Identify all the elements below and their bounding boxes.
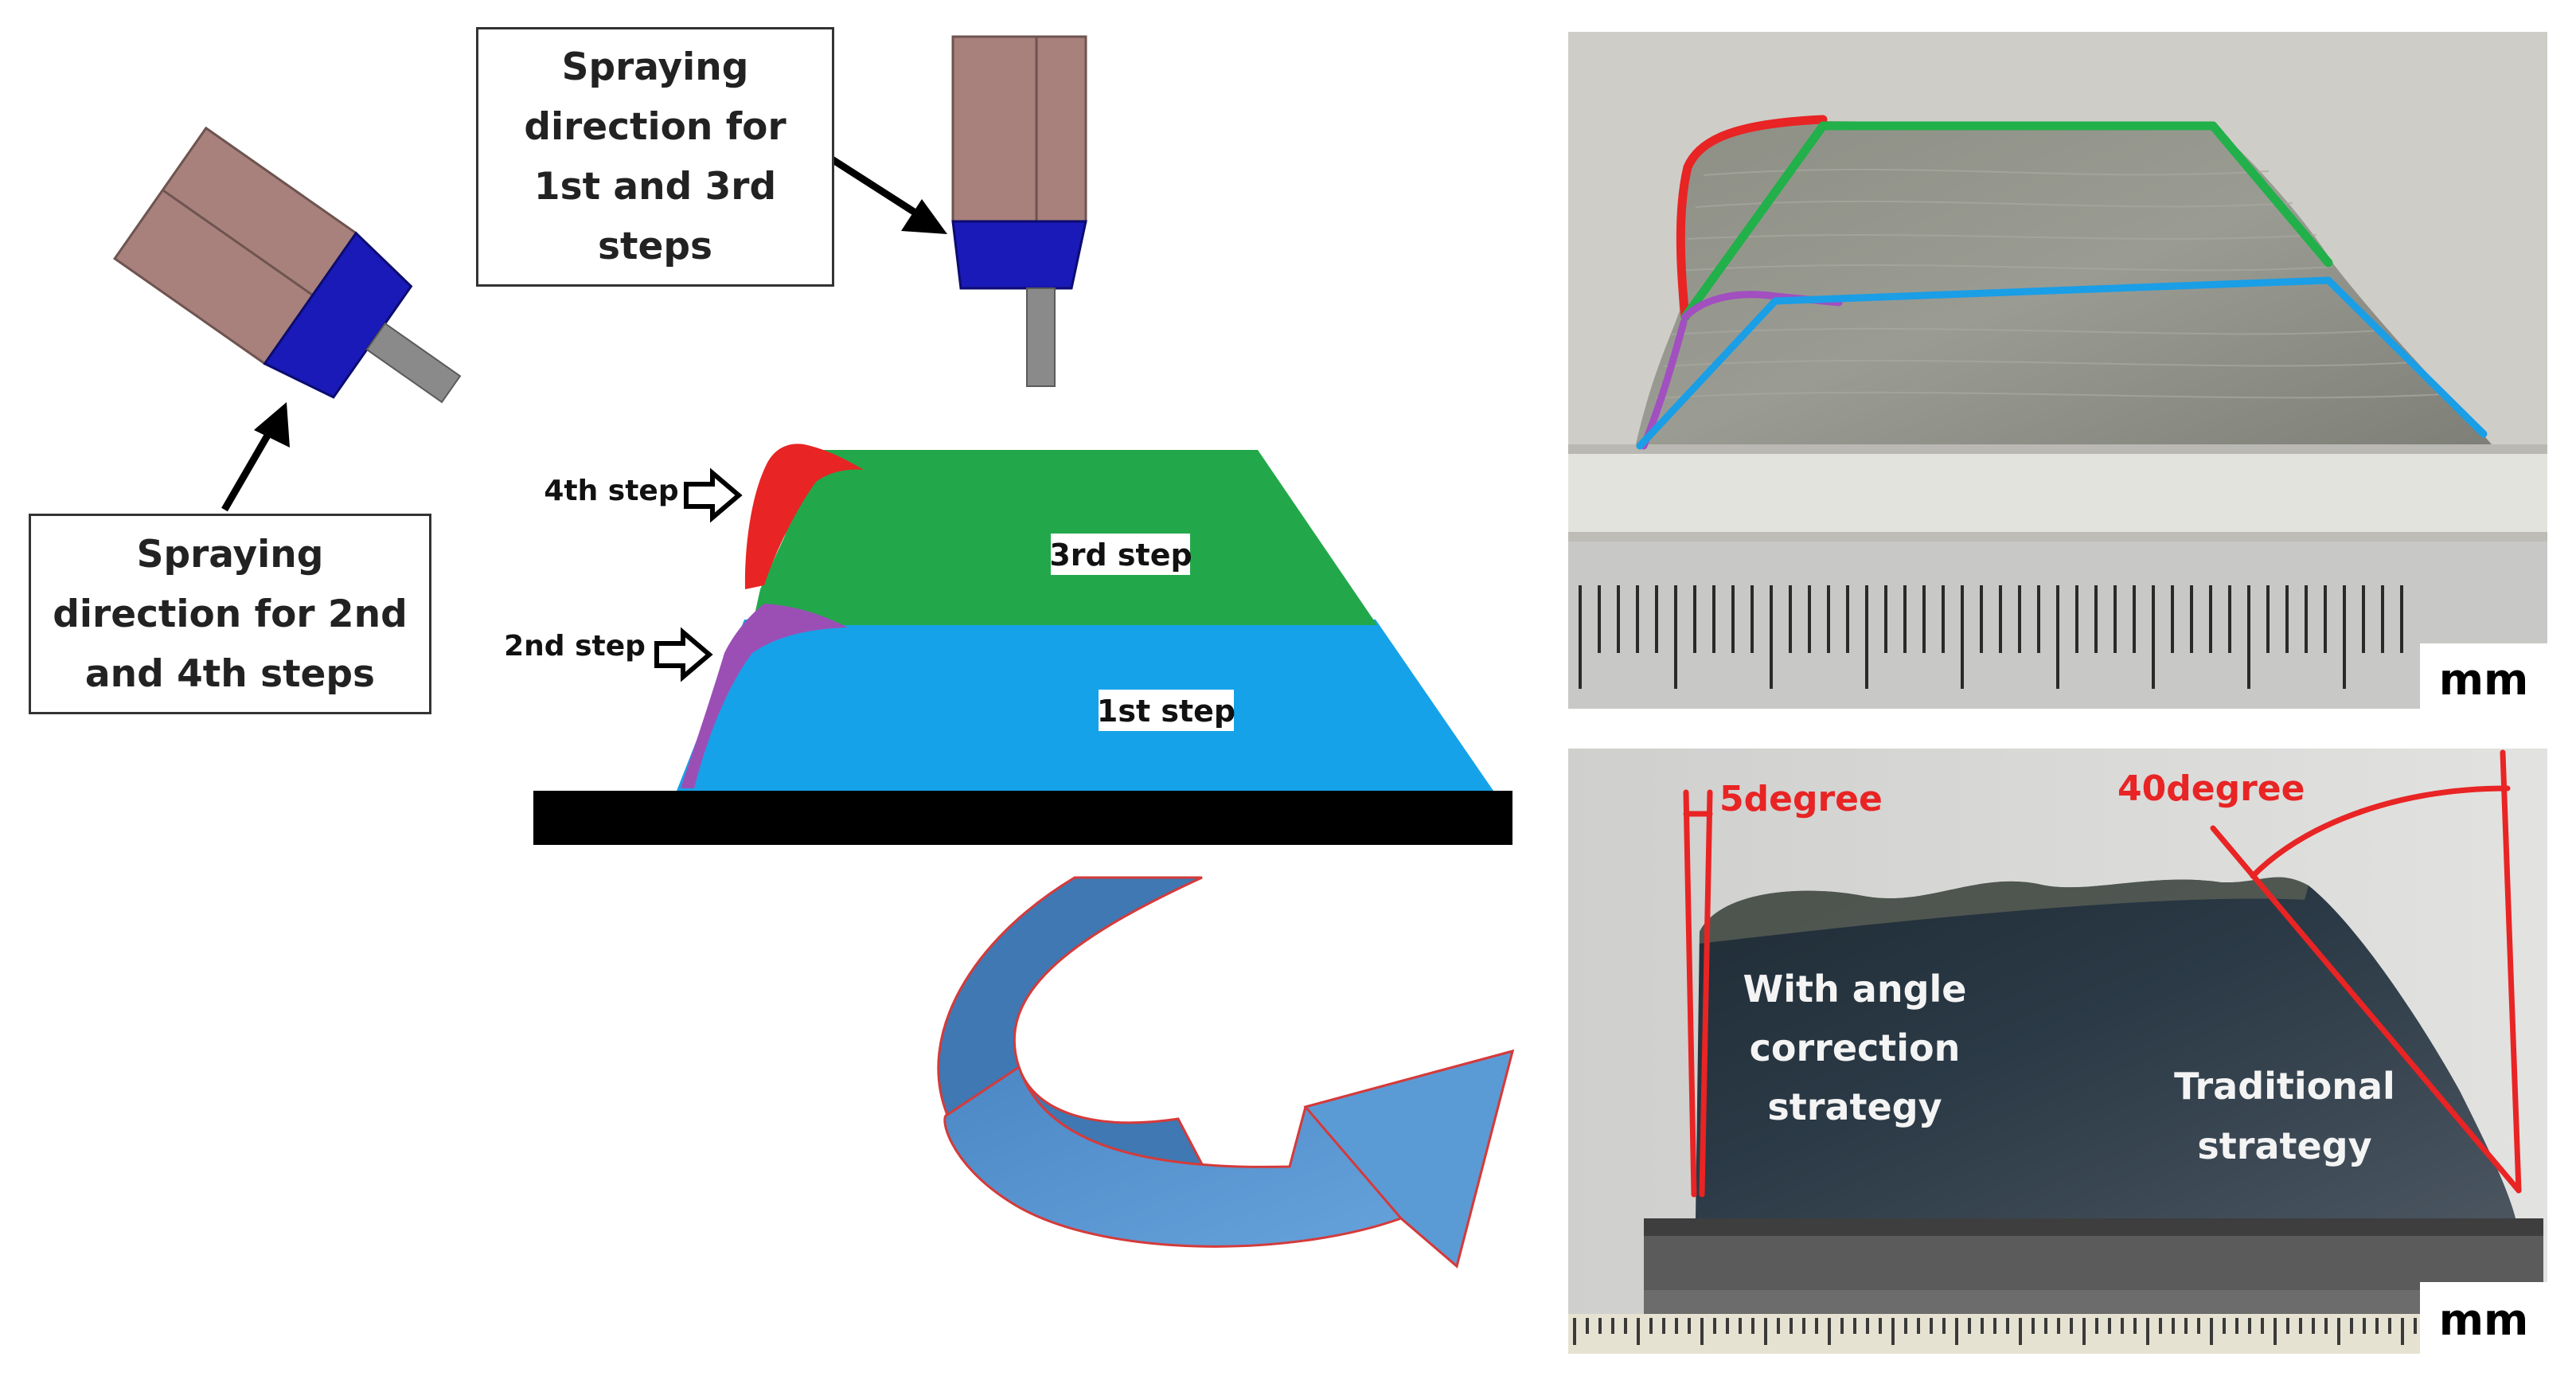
callout-top-line3: 1st and 3rd	[533, 165, 777, 209]
callout-top-line1: Spraying	[561, 45, 749, 89]
step1-layer	[677, 620, 1493, 791]
angle-left-label: 5degree	[1719, 779, 1883, 819]
nozzle-vertical-rod	[1026, 287, 1056, 387]
curved-transition-arrow-icon	[937, 876, 1515, 1269]
nozzle-vertical-tip	[951, 220, 1087, 290]
step2-layer	[681, 604, 848, 788]
callout-top-line4: steps	[598, 225, 712, 268]
step3-label: 3rd step	[1049, 538, 1192, 573]
step4-arrow-icon	[684, 467, 743, 523]
photo-bottom-unit-label: mm	[2439, 1295, 2529, 1345]
strategy-left-line1: With angle	[1743, 968, 1967, 1011]
nozzle-vertical-body	[951, 35, 1087, 223]
photo-top-sample: mm	[1568, 32, 2547, 709]
step4-label: 4th step	[544, 475, 678, 507]
strategy-left-line2: correction	[1750, 1026, 1961, 1069]
nozzle-vertical-icon	[951, 35, 1087, 387]
callout-top-line2: direction for	[524, 105, 786, 149]
step1-label: 1st step	[1097, 694, 1235, 729]
deposition-steps-diagram	[533, 444, 1512, 845]
angle-right-label: 40degree	[2117, 768, 2305, 809]
step2-arrow-icon	[654, 627, 713, 682]
photo-top-unit-label: mm	[2439, 655, 2529, 705]
callout-left-line2: direction for 2nd	[53, 592, 408, 636]
photo-bottom-sample: mm 5degree 40degree With angle correctio…	[1568, 749, 2547, 1354]
step2-label: 2nd step	[504, 630, 646, 663]
callout-top-spraying-direction: Spraying direction for 1st and 3rd steps	[476, 27, 834, 287]
callout-left-line3: and 4th steps	[84, 651, 376, 696]
nozzle-tilted-icon	[113, 126, 462, 404]
strategy-right-line2: strategy	[2197, 1124, 2371, 1167]
substrate-plate	[533, 791, 1512, 845]
step4-layer	[744, 444, 864, 589]
strategy-left-line3: strategy	[1767, 1085, 1942, 1128]
callout-left-spraying-direction: Spraying direction for 2nd and 4th steps	[29, 514, 431, 714]
strategy-right-line1: Traditional	[2174, 1065, 2395, 1108]
callout-left-line1: Spraying	[136, 532, 324, 577]
